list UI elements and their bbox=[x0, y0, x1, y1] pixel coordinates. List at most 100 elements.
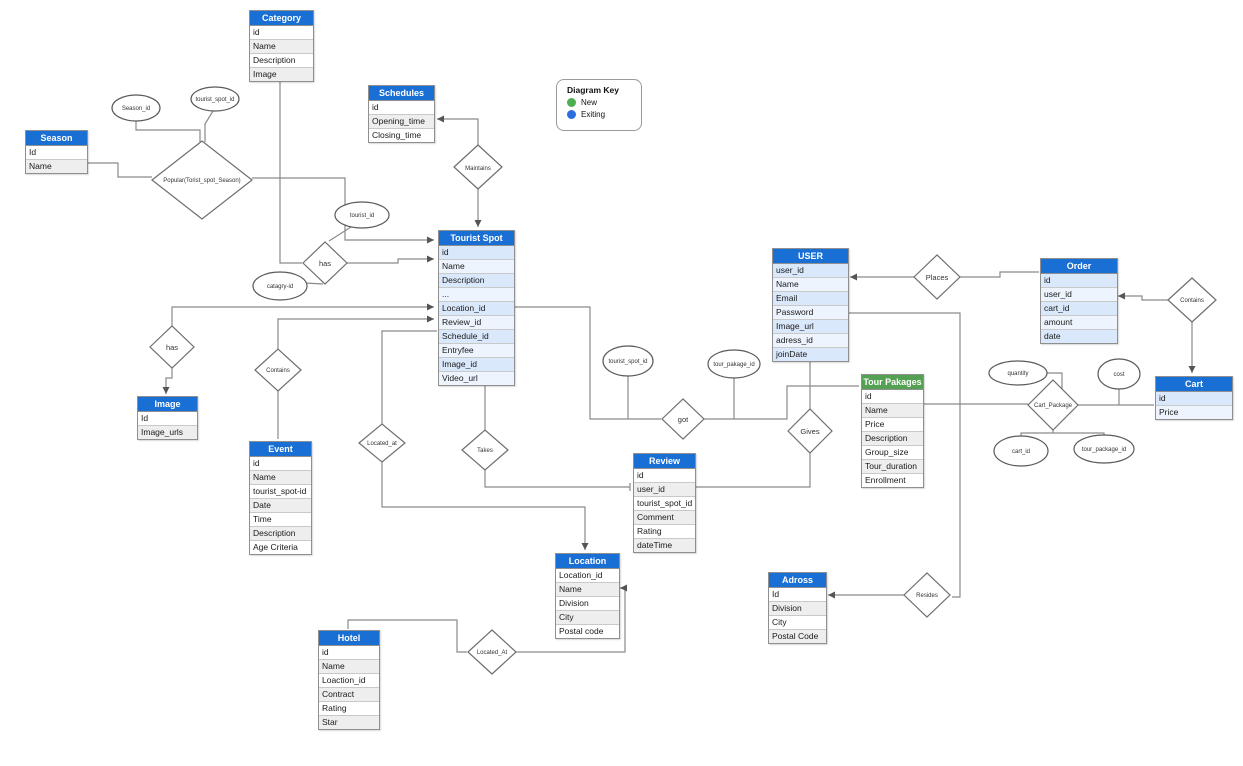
attribute-quantity[interactable]: quantity bbox=[988, 360, 1048, 386]
field-row: Comment bbox=[634, 511, 695, 525]
entity-title: Season bbox=[26, 131, 87, 146]
attribute-tour-pakage-id[interactable]: tour_pakage_id bbox=[707, 349, 761, 379]
connector bbox=[704, 385, 859, 420]
attribute-tourist-spot-id-mid[interactable]: tourist_spot_id bbox=[602, 345, 654, 377]
attribute-tourist-spot-id-top[interactable]: tourist_spot_id bbox=[190, 86, 240, 112]
diagram-key-item-new: New bbox=[567, 98, 641, 107]
attribute-catagry-id[interactable]: catagry-id bbox=[252, 271, 308, 301]
field-row: Postal Code bbox=[769, 630, 826, 643]
connector bbox=[304, 282, 324, 285]
field-row: Description bbox=[250, 527, 311, 541]
relationship-label: Maintains bbox=[465, 166, 491, 172]
relationship-has-image[interactable]: has bbox=[149, 325, 195, 369]
relationship-got[interactable]: got bbox=[661, 398, 705, 440]
entity-title: Adross bbox=[769, 573, 826, 588]
attribute-label: cost bbox=[1113, 372, 1124, 378]
field-row: Division bbox=[556, 597, 619, 611]
field-row: Enrollment bbox=[865, 475, 906, 485]
field-row: Group_size bbox=[862, 446, 923, 460]
attribute-label: tourist_spot_id bbox=[608, 359, 647, 365]
relationship-label: Located_at bbox=[367, 441, 397, 447]
diagram-key-title: Diagram Key bbox=[567, 85, 619, 95]
field-row: user_id bbox=[634, 483, 695, 497]
field-row: Location_id bbox=[556, 569, 619, 583]
connector bbox=[516, 584, 628, 653]
attribute-cart-id[interactable]: cart_id bbox=[993, 435, 1049, 467]
field-row: id bbox=[250, 26, 313, 40]
connector bbox=[135, 121, 201, 142]
field-row: Tour_duration bbox=[862, 460, 923, 474]
field-row: Closing_time bbox=[372, 130, 422, 140]
connector bbox=[162, 368, 173, 394]
relationship-contains-order[interactable]: Contains bbox=[1167, 277, 1217, 323]
field-row: Price bbox=[862, 418, 923, 432]
connector bbox=[328, 226, 352, 242]
relationship-maintains[interactable]: Maintains bbox=[453, 144, 503, 190]
relationship-located-at-spot[interactable]: Located_at bbox=[358, 423, 406, 463]
attribute-label: tourist_spot_id bbox=[195, 97, 234, 103]
relationship-resides[interactable]: Resides bbox=[903, 572, 951, 618]
field-row: Price bbox=[1156, 406, 1232, 419]
field-row: Division bbox=[769, 602, 826, 616]
field-row: date bbox=[1041, 330, 1117, 343]
entity-title: Schedules bbox=[369, 86, 434, 101]
field-row: Loaction_id bbox=[319, 674, 379, 688]
relationship-located-at-hotel[interactable]: Located_At bbox=[467, 629, 517, 675]
field-row: cart_id bbox=[1041, 302, 1117, 316]
entity-title: Order bbox=[1041, 259, 1117, 274]
attribute-tourist-id[interactable]: tourist_id bbox=[334, 201, 390, 229]
diagram-key-label: New bbox=[581, 98, 598, 107]
field-row: Password bbox=[773, 306, 848, 320]
connector bbox=[277, 315, 434, 349]
relationship-gives[interactable]: Gives bbox=[787, 408, 833, 454]
field-row: Schedule_id bbox=[439, 330, 514, 344]
relationship-label: Places bbox=[926, 273, 949, 282]
entity-title: Hotel bbox=[319, 631, 379, 646]
field-row: Id bbox=[769, 588, 826, 602]
connector bbox=[347, 619, 467, 653]
field-row: Name bbox=[26, 160, 87, 173]
field-row: Description bbox=[439, 274, 514, 288]
relationship-label: Contains bbox=[266, 368, 290, 374]
field-row: Rating bbox=[634, 525, 695, 539]
connector bbox=[437, 115, 479, 145]
relationship-cart-package[interactable]: Cart_Package bbox=[1027, 379, 1079, 431]
field-row: Age Criteria bbox=[253, 542, 298, 552]
relationship-has-category[interactable]: has bbox=[302, 241, 348, 285]
attribute-tour-package-id[interactable]: tour_package_id bbox=[1073, 434, 1135, 464]
entity-title: Event bbox=[250, 442, 311, 457]
field-row: Image_id bbox=[439, 358, 514, 372]
relationship-popular[interactable]: Popular(Torist_spot_Season) bbox=[151, 140, 253, 220]
field-row: Name bbox=[439, 260, 514, 274]
relationship-label: has bbox=[319, 259, 331, 268]
connector bbox=[695, 453, 811, 488]
relationship-contains-event[interactable]: Contains bbox=[254, 348, 302, 392]
field-row: Postal code bbox=[559, 626, 604, 636]
diagram-key: Diagram Key New Exiting bbox=[556, 79, 642, 131]
attribute-season-id[interactable]: Season_id bbox=[111, 94, 161, 122]
relationship-takes[interactable]: Takes bbox=[461, 429, 509, 471]
connector bbox=[1118, 292, 1168, 301]
field-row: Name bbox=[250, 40, 313, 54]
connector bbox=[204, 110, 214, 142]
new-color-dot bbox=[567, 98, 576, 107]
field-row: tourist_spot-id bbox=[250, 485, 311, 499]
attribute-label: catagry-id bbox=[267, 284, 293, 290]
entity-title: Cart bbox=[1156, 377, 1232, 392]
attribute-cost[interactable]: cost bbox=[1097, 358, 1141, 390]
relationship-places[interactable]: Places bbox=[913, 254, 961, 300]
